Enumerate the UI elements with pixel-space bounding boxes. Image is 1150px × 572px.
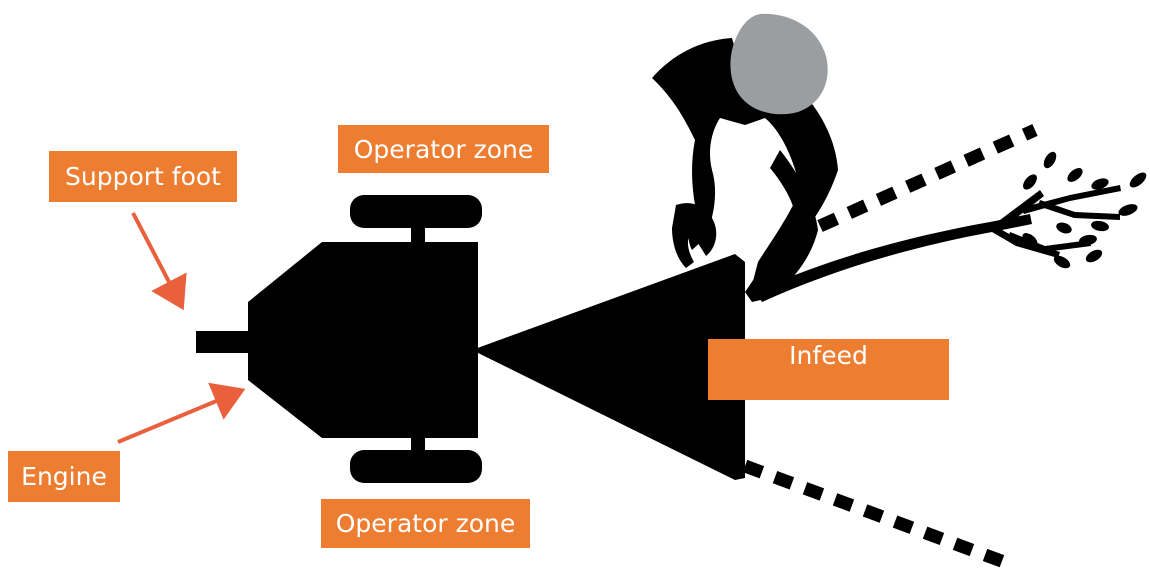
engine-label: Engine: [8, 451, 120, 502]
infeed-chute: [472, 254, 745, 480]
infeed-label: Infeed: [708, 339, 949, 400]
chipper-machine: [196, 195, 745, 483]
operator-zone-bottom-label: Operator zone: [321, 499, 530, 548]
support-foot-label: Support foot: [49, 151, 237, 202]
infeed-zone-lower-boundary: [742, 459, 1018, 572]
engine-body: [248, 242, 478, 438]
support-foot-arrow: [131, 212, 187, 311]
operator-figure: [652, 13, 838, 302]
engine-arrow: [117, 382, 246, 444]
operator-head-icon: [730, 13, 828, 115]
wheel-top: [350, 195, 482, 228]
branch-icon: [755, 151, 1147, 302]
infeed-zone-upper-boundary: [817, 124, 1038, 232]
operator-zone-top-label: Operator zone: [338, 125, 549, 173]
wheel-bottom: [350, 450, 482, 483]
operator-right-arm: [745, 150, 818, 302]
axle-top: [411, 226, 425, 244]
axle-bottom: [411, 435, 425, 452]
support-foot: [196, 331, 252, 353]
operator-left-hand: [672, 203, 717, 268]
